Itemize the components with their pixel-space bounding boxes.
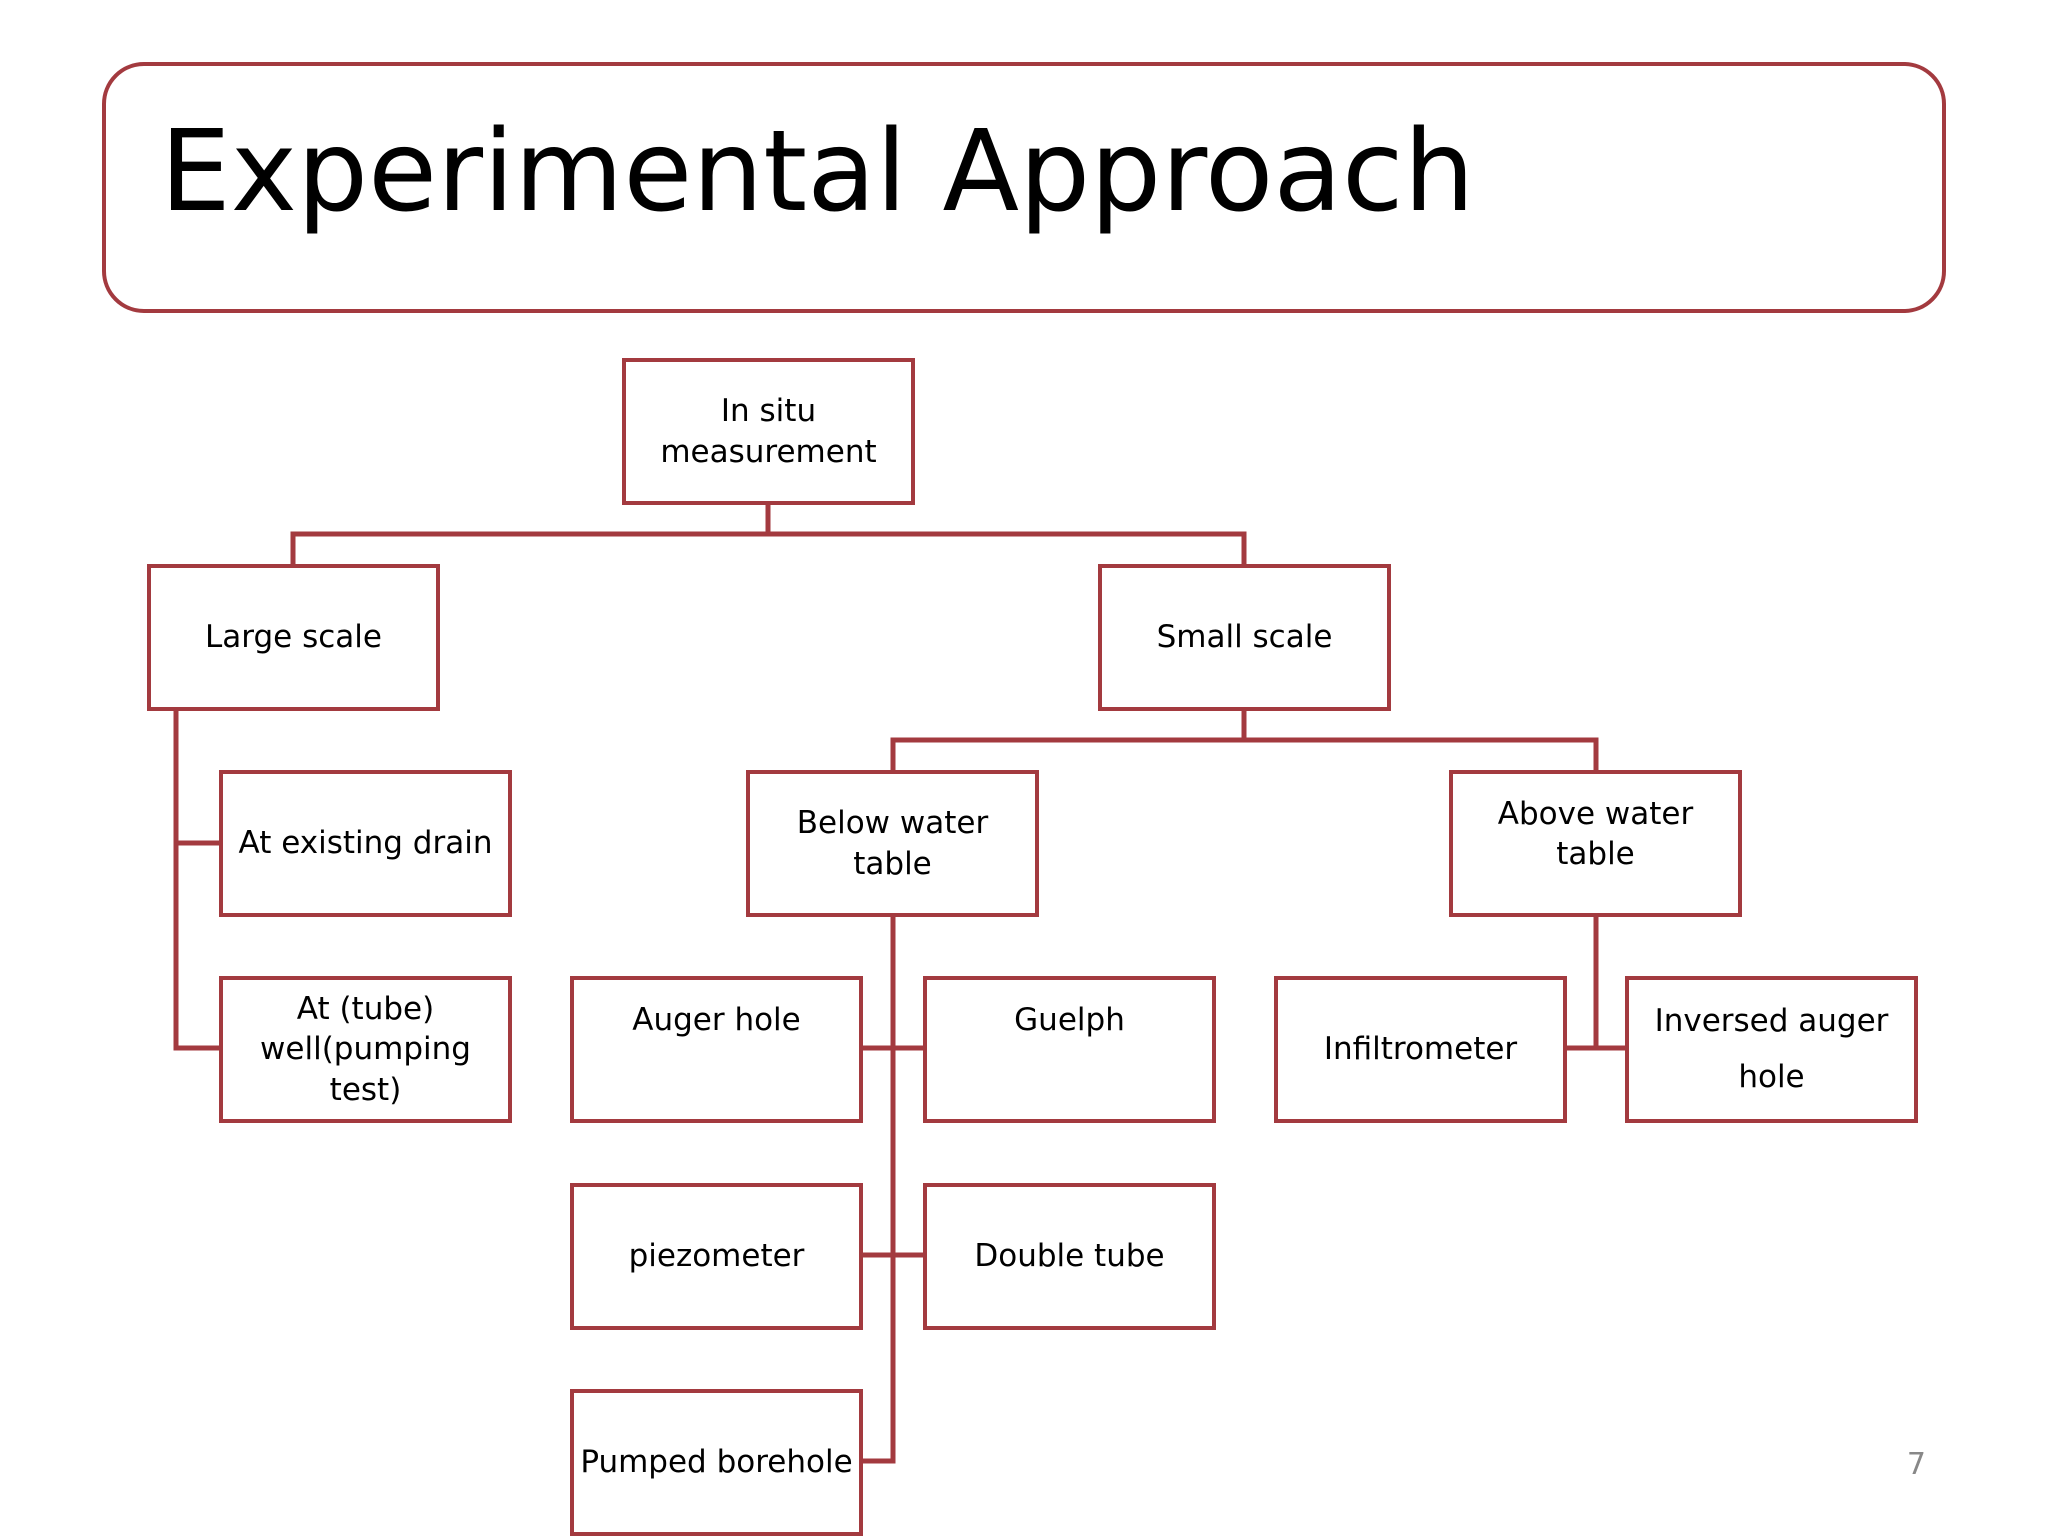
node-double-tube: Double tube [923,1183,1216,1330]
node-inversed-auger-hole: Inversed auger hole [1625,976,1918,1123]
node-small-scale: Small scale [1098,564,1391,711]
connector-below-water-table-children [860,914,926,1464]
node-infiltrometer: Infiltrometer [1274,976,1567,1123]
page-number: 7 [1906,1447,1926,1482]
node-below-water-table: Below water table [746,770,1039,917]
node-auger-hole: Auger hole [570,976,863,1123]
node-guelph: Guelph [923,976,1216,1123]
node-piezometer: piezometer [570,1183,863,1330]
title-frame: Experimental Approach [102,62,1946,313]
slide-title: Experimental Approach [160,107,1475,237]
connector-small-scale-children [890,708,1599,773]
node-above-water-table: Above water table [1449,770,1742,917]
node-in-situ-measurement: In situ measurement [622,358,915,505]
connector-large-scale-children [173,708,222,1051]
connector-above-water-table-children [1564,914,1628,1051]
node-pumped-borehole: Pumped borehole [570,1389,863,1536]
connector-root-to-scales [290,502,1247,567]
node-large-scale: Large scale [147,564,440,711]
node-at-existing-drain: At existing drain [219,770,512,917]
node-at-tube-well: At (tube) well(pumping test) [219,976,512,1123]
